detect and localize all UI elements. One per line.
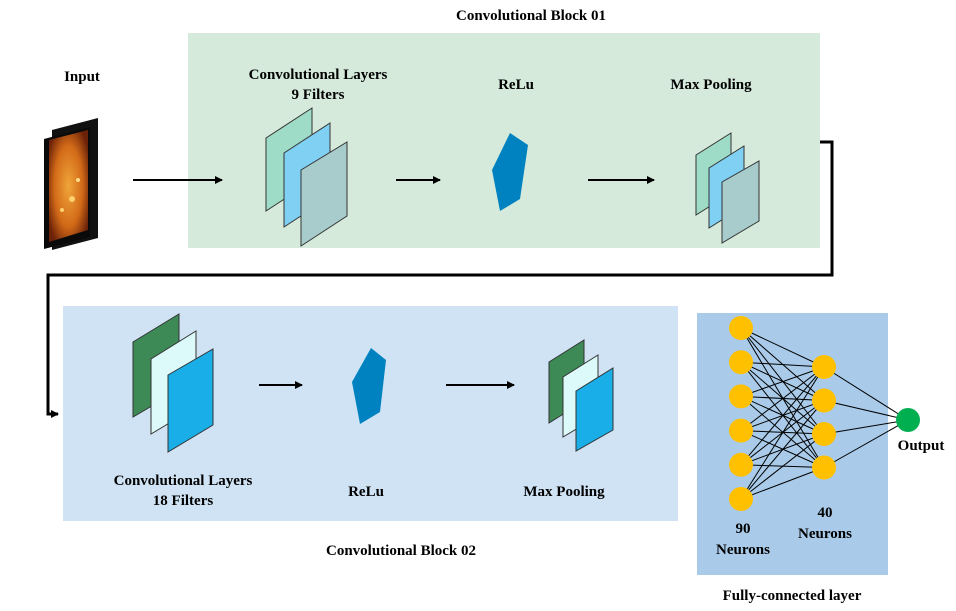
fc-edge-l1-3-l2-0 bbox=[740, 366, 825, 431]
pool2-filter-3 bbox=[575, 367, 614, 452]
input-label: Input bbox=[64, 69, 100, 85]
fc-edge-l1-4-l2-0 bbox=[740, 366, 825, 466]
fc-layer2-unit: Neurons bbox=[798, 526, 852, 542]
fc-neurons bbox=[729, 316, 920, 511]
input-image-stack bbox=[44, 118, 98, 250]
pool1-filter-stack bbox=[695, 132, 760, 244]
fc-layer-panel bbox=[697, 313, 888, 575]
fc-neuron-layer1-0 bbox=[729, 316, 753, 340]
connector-block1-to-block2 bbox=[46, 140, 834, 418]
output-label: Output bbox=[898, 438, 945, 454]
conv1-label-line2: 9 Filters bbox=[292, 87, 345, 103]
conv1-filter-stack bbox=[265, 107, 348, 247]
fc-neuron-layer2-3 bbox=[812, 455, 836, 480]
fc-connections bbox=[740, 327, 909, 500]
fc-edge-l1-2-l2-0 bbox=[740, 366, 825, 397]
fc-edge-l1-5-l2-1 bbox=[740, 400, 825, 500]
fc-layer1-count: 90 bbox=[736, 521, 751, 537]
fc-edge-l1-5-l2-2 bbox=[740, 433, 825, 500]
conv2-label-line1: Convolutional Layers bbox=[114, 473, 253, 489]
fc-neuron-layer1-3 bbox=[729, 418, 753, 443]
fc-layer2-count: 40 bbox=[818, 505, 833, 521]
fc-neuron-layer2-1 bbox=[812, 388, 836, 413]
fc-edge-l1-5-l2-0 bbox=[740, 366, 825, 500]
conv-block-01-title: Convolutional Block 01 bbox=[456, 8, 606, 24]
fc-edge-l1-1-l2-0 bbox=[740, 361, 825, 368]
fc-edge-l2-3-output bbox=[823, 419, 909, 468]
pool2-filter-stack bbox=[548, 339, 614, 452]
conv2-filter-3 bbox=[167, 348, 214, 453]
fc-neuron-layer2-2 bbox=[812, 422, 836, 446]
relu2-shape bbox=[352, 348, 386, 424]
conv1-filter-3 bbox=[300, 141, 348, 247]
conv2-filter-stack bbox=[132, 313, 214, 453]
conv1-label-line1: Convolutional Layers bbox=[249, 67, 388, 83]
fc-edge-l1-0-l2-0 bbox=[740, 327, 825, 368]
conv-block-02-title: Convolutional Block 02 bbox=[326, 543, 476, 559]
fc-neuron-layer1-1 bbox=[729, 350, 753, 375]
fc-neuron-layer2-0 bbox=[812, 355, 836, 379]
conv2-label-line2: 18 Filters bbox=[153, 493, 214, 509]
fc-edge-l2-2-output bbox=[823, 419, 909, 435]
pool1-filter-3 bbox=[721, 160, 760, 244]
fc-neuron-layer1-4 bbox=[729, 452, 753, 477]
fc-neuron-layer1-5 bbox=[729, 487, 753, 511]
relu2-label: ReLu bbox=[348, 484, 384, 500]
fc-layer1-unit: Neurons bbox=[716, 542, 770, 558]
fc-layer-title: Fully-connected layer bbox=[723, 588, 862, 604]
relu1-label: ReLu bbox=[498, 77, 534, 93]
output-node bbox=[896, 408, 920, 432]
relu1-shape bbox=[492, 133, 528, 211]
fc-edge-l1-5-l2-3 bbox=[740, 467, 825, 500]
pool1-label: Max Pooling bbox=[670, 77, 752, 93]
fc-neuron-layer1-2 bbox=[729, 384, 753, 409]
fc-edge-l2-0-output bbox=[823, 366, 909, 421]
fc-edge-l2-1-output bbox=[823, 400, 909, 421]
pool2-label: Max Pooling bbox=[523, 484, 605, 500]
